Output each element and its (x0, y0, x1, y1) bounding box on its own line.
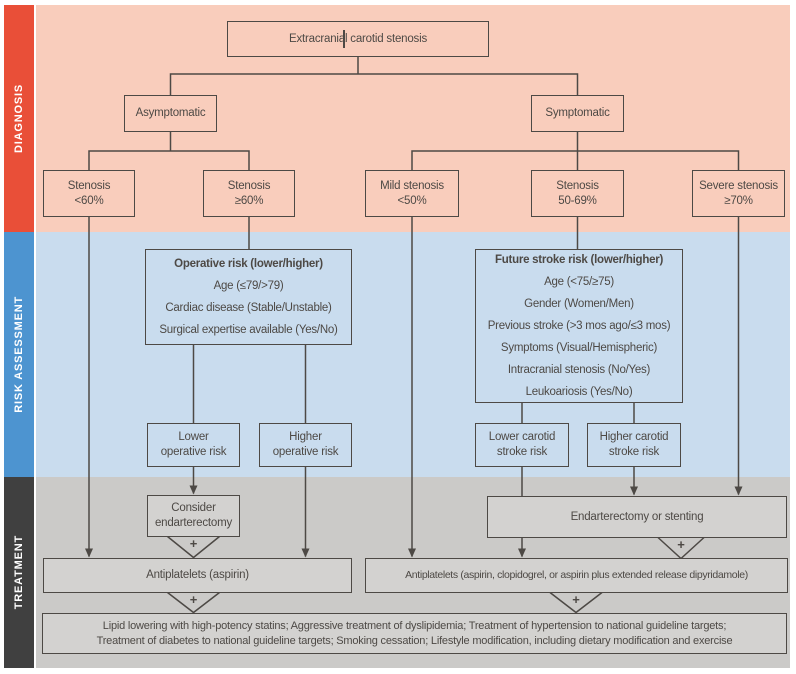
node-label: stroke risk (608, 446, 660, 458)
node-label: operative risk (160, 446, 227, 458)
plus-sign-antiplatelets-right-merge: + (572, 591, 580, 607)
node-label: Treatment of diabetes to national guidel… (96, 634, 733, 647)
panel-item: Cardiac disease (Stable/Unstable) (165, 302, 332, 314)
plus-sign-endarterectomy-merge: + (677, 536, 685, 552)
node-label: Mild stenosis (380, 179, 444, 192)
node-label: Endarterectomy or stenting (570, 510, 704, 523)
node-extracranial-carotid-stenosis: Extracranial carotid stenosis (227, 21, 489, 57)
connector-asymptomatic-split (88, 132, 250, 170)
node-antiplatelets-combination: Antiplatelets (aspirin, clopidogrel, or … (365, 558, 788, 593)
node-label: Symptomatic (545, 107, 610, 119)
sidebar-band-diagnosis: DIAGNOSIS (4, 5, 34, 232)
panel-item: Intracranial stenosis (No/Yes) (507, 364, 651, 376)
panel-item: Previous stroke (>3 mos ago/≤3 mos) (487, 320, 671, 332)
panel-operative-risk: Operative risk (lower/higher) Age (≤79/>… (145, 249, 352, 345)
node-label: Higher (289, 431, 322, 443)
node-label: Antiplatelets (aspirin, clopidogrel, or … (405, 569, 748, 581)
node-lower-operative-risk: Lower operative risk (147, 423, 240, 467)
connector-operative-risk-outcomes (192, 345, 307, 423)
node-label: Higher carotid (599, 431, 669, 443)
node-label: Severe stenosis (699, 179, 778, 192)
panel-title: Future stroke risk (lower/higher) (494, 254, 664, 266)
node-higher-operative-risk: Higher operative risk (259, 423, 352, 467)
connector-root-split (169, 57, 579, 95)
node-label: Asymptomatic (135, 107, 206, 119)
merge-notches (167, 534, 705, 614)
node-stenosis-50-69: Stenosis 50-69% (531, 170, 624, 217)
plus-sign-antiplatelets-left-merge: + (189, 591, 198, 607)
node-asymptomatic: Asymptomatic (124, 95, 217, 132)
text-cursor (343, 30, 345, 48)
sidebar-band-risk-assessment: RISK ASSESSMENT (4, 232, 34, 477)
node-label: 50-69% (558, 194, 597, 207)
node-label: endarterectomy (154, 517, 233, 529)
panel-item: Age (≤79/>79) (213, 280, 284, 292)
node-label: Antiplatelets (aspirin) (146, 569, 249, 581)
panel-item: Gender (Women/Men) (524, 298, 634, 310)
panel-item: Surgical expertise available (Yes/No) (159, 324, 338, 336)
panel-item: Symptoms (Visual/Hemispheric) (500, 342, 658, 354)
node-label: <60% (74, 194, 104, 207)
node-endarterectomy-or-stenting: Endarterectomy or stenting (487, 496, 787, 538)
node-label: stroke risk (496, 446, 548, 458)
node-label: Stenosis (227, 179, 271, 192)
node-label: operative risk (272, 446, 339, 458)
node-label: Lower carotid (488, 431, 556, 443)
panel-item: Age (<75/≥75) (544, 276, 614, 288)
node-label: Lipid lowering with high-potency statins… (102, 619, 727, 632)
node-label: Consider (171, 502, 216, 514)
node-risk-factor-management: Lipid lowering with high-potency statins… (42, 613, 787, 654)
node-higher-carotid-stroke-risk: Higher carotid stroke risk (587, 423, 681, 467)
node-label: ≥60% (234, 194, 264, 207)
node-label: Stenosis (556, 179, 599, 192)
panel-future-stroke-risk: Future stroke risk (lower/higher) Age (<… (475, 249, 683, 403)
node-label: Lower (178, 431, 209, 443)
node-stenosis-lt60: Stenosis <60% (43, 170, 135, 217)
node-consider-endarterectomy: Consider endarterectomy (147, 495, 240, 537)
connector-symptomatic-split (411, 132, 740, 170)
node-antiplatelets-aspirin: Antiplatelets (aspirin) (43, 558, 352, 593)
panel-item: Leukoariosis (Yes/No) (525, 386, 633, 398)
node-mild-stenosis-lt50: Mild stenosis <50% (365, 170, 459, 217)
node-label: <50% (397, 194, 427, 207)
node-stenosis-ge60: Stenosis ≥60% (203, 170, 295, 217)
sidebar-band-treatment: TREATMENT (4, 477, 34, 668)
node-label: Extracranial carotid stenosis (288, 32, 427, 45)
node-symptomatic: Symptomatic (531, 95, 624, 132)
node-severe-stenosis-ge70: Severe stenosis ≥70% (692, 170, 785, 217)
node-label: ≥70% (724, 194, 753, 207)
plus-sign-consider-merge: + (189, 535, 198, 551)
panel-title: Operative risk (lower/higher) (174, 258, 323, 270)
node-label: Stenosis (67, 179, 111, 192)
connector-future-stroke-outcomes (521, 403, 635, 423)
node-lower-carotid-stroke-risk: Lower carotid stroke risk (475, 423, 569, 467)
